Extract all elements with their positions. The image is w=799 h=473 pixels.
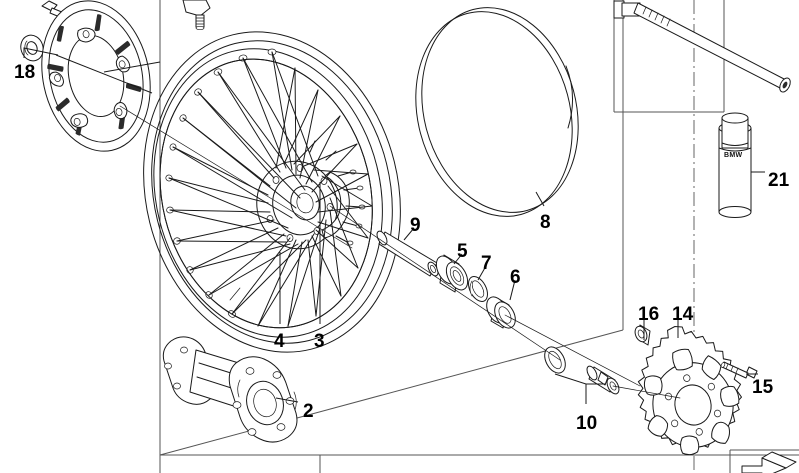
part-rim-band [415, 7, 579, 217]
callout-21: 21 [768, 170, 790, 191]
callout-5: 5 [457, 241, 468, 262]
callout-3: 3 [314, 331, 325, 352]
part-retaining-ring [468, 276, 488, 302]
direction-arrow-box [729, 449, 799, 473]
sprocket-bolt-holes [664, 374, 722, 436]
callout-15: 15 [752, 377, 774, 398]
part-wheel-hub-exploded [162, 336, 298, 443]
callout-7: 7 [481, 253, 492, 274]
part-bush-10 [586, 365, 620, 395]
part-spoked-wheel [143, 31, 401, 353]
callout-4: 4 [274, 331, 285, 352]
assembly-reference-lines [119, 105, 681, 399]
callout-8: 8 [540, 212, 551, 233]
callout-6: 6 [510, 267, 521, 288]
callout-14: 14 [672, 304, 694, 325]
washer-outer [20, 34, 44, 62]
spray-can-brand-label: BMW [724, 152, 743, 159]
part-spray-can [718, 112, 752, 218]
sprocket-lightening-holes [643, 348, 740, 456]
callout-leader-lines [23, 47, 765, 404]
part-shaft-seal [486, 296, 516, 329]
part-sprocket-bolt [720, 361, 758, 379]
callout-9: 9 [410, 215, 421, 236]
callout-16: 16 [638, 304, 660, 325]
disc-mount-lugs [48, 27, 131, 128]
part-rear-sprocket [637, 325, 742, 456]
hub-bolt-holes [232, 367, 295, 436]
callout-2: 2 [303, 401, 314, 422]
part-brake-disc [41, 0, 151, 152]
callout-18: 18 [14, 62, 36, 83]
callout-10: 10 [576, 413, 598, 434]
part-seal-ring-10 [544, 346, 566, 374]
part-axle-shaft [613, 0, 791, 93]
part-nut [634, 324, 651, 346]
part-spacer-sleeve [376, 230, 439, 277]
part-valve-stem [182, 0, 211, 31]
